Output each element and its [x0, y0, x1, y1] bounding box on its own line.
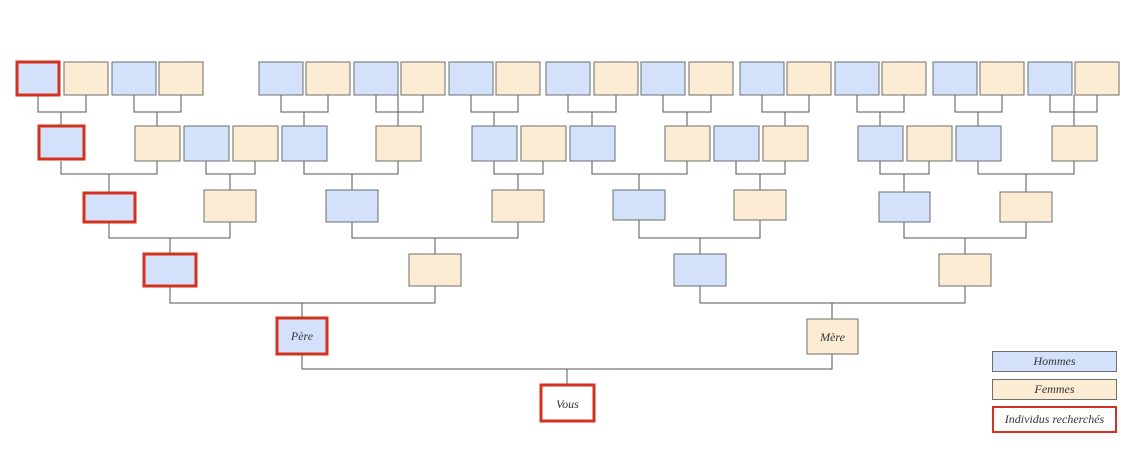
ancestor-box-g5[interactable] — [739, 61, 785, 96]
ancestor-box-g5[interactable] — [593, 61, 639, 96]
ancestor-box-g4[interactable] — [569, 125, 616, 162]
connector-line — [375, 95, 424, 126]
connector-line — [470, 95, 519, 126]
connector-line — [108, 222, 231, 254]
ancestor-box-g5[interactable] — [979, 61, 1025, 96]
ancestor-box-g4[interactable] — [520, 125, 567, 162]
connector-line — [856, 95, 905, 126]
ancestor-box-g4[interactable] — [762, 125, 809, 162]
ancestor-box-g4[interactable] — [134, 125, 181, 162]
legend-women: Femmes — [992, 379, 1117, 400]
connector-line — [977, 161, 1075, 192]
you-label: Vous — [556, 397, 579, 411]
ancestor-box-g3[interactable] — [878, 191, 931, 223]
ancestor-box-g5[interactable] — [834, 61, 880, 96]
ancestor-box-g5[interactable] — [1074, 61, 1120, 96]
ancestor-box-g5[interactable] — [258, 61, 304, 96]
ancestor-box-g4[interactable] — [232, 125, 279, 162]
legend-searched: Individus recherchés — [992, 406, 1117, 433]
connector-line — [879, 161, 930, 192]
tree-connectors — [37, 95, 1098, 385]
legend-men-label: Hommes — [1033, 354, 1076, 368]
ancestor-box-g5[interactable] — [353, 61, 399, 96]
ancestor-box-g3[interactable] — [82, 191, 137, 224]
connector-line — [60, 161, 158, 193]
connector-line — [567, 95, 617, 126]
connector-line — [954, 95, 1003, 126]
ancestor-box-g5[interactable] — [640, 61, 686, 96]
legend-women-label: Femmes — [1034, 382, 1075, 396]
connector-line — [37, 95, 87, 126]
ancestor-box-g4[interactable] — [713, 125, 760, 162]
ancestor-box-g4[interactable] — [37, 124, 86, 161]
ancestor-box-g5[interactable] — [1027, 61, 1073, 96]
ancestor-box-g5[interactable] — [545, 61, 591, 96]
ancestor-box-g3[interactable] — [325, 189, 379, 223]
ancestor-box-g4[interactable] — [1051, 125, 1098, 162]
ancestor-box-g5[interactable] — [111, 61, 157, 96]
father-label: Père — [290, 329, 314, 343]
connector-line — [591, 161, 688, 190]
connector-line — [133, 95, 182, 126]
ancestor-box-g4[interactable] — [955, 125, 1002, 162]
connector-line — [280, 95, 329, 126]
legend-searched-label: Individus recherchés — [1004, 412, 1105, 426]
ancestor-box-g4[interactable] — [281, 125, 328, 162]
ancestor-box-paternal-grandfather[interactable] — [142, 252, 198, 288]
ancestor-box-g5[interactable] — [688, 61, 734, 96]
ancestor-box-g5[interactable] — [15, 60, 61, 97]
connector-line — [351, 222, 519, 254]
ancestor-box-g5[interactable] — [400, 61, 446, 96]
ancestor-box-g3[interactable] — [491, 189, 545, 223]
connector-line — [699, 286, 966, 319]
ancestor-box-maternal-grandmother[interactable] — [938, 253, 992, 287]
connector-line — [301, 354, 833, 385]
connector-line — [205, 161, 256, 190]
ancestor-box-g4[interactable] — [375, 125, 422, 162]
ancestor-box-g4[interactable] — [664, 125, 711, 162]
ancestor-box-g3[interactable] — [999, 191, 1053, 223]
tree-boxes: Vous Père Mère — [15, 60, 1120, 423]
ancestor-box-g5[interactable] — [63, 61, 109, 96]
connector-line — [662, 95, 712, 126]
ancestor-box-g5[interactable] — [786, 61, 832, 96]
ancestor-box-paternal-grandmother[interactable] — [408, 253, 462, 287]
connector-line — [903, 222, 1027, 254]
connector-line — [761, 95, 810, 126]
connector-line — [303, 161, 399, 190]
you-box[interactable] — [539, 383, 596, 423]
ancestor-box-g5[interactable] — [448, 61, 494, 96]
ancestor-box-maternal-grandfather[interactable] — [673, 253, 727, 287]
ancestor-box-g4[interactable] — [906, 125, 953, 162]
connector-line — [638, 220, 761, 254]
ancestor-box-g3[interactable] — [203, 189, 257, 223]
ancestor-box-g5[interactable] — [881, 61, 927, 96]
connector-line — [169, 286, 436, 318]
ancestor-box-g5[interactable] — [932, 61, 978, 96]
mother-label: Mère — [819, 330, 846, 344]
ancestor-box-g5[interactable] — [305, 61, 351, 96]
mother-box[interactable] — [806, 318, 859, 355]
connector-line — [735, 161, 786, 190]
connector-line — [493, 161, 544, 190]
ancestor-box-g5[interactable] — [495, 61, 541, 96]
ancestor-box-g4[interactable] — [471, 125, 518, 162]
ancestor-box-g3[interactable] — [612, 189, 666, 221]
ancestor-box-g3[interactable] — [733, 189, 787, 221]
ancestor-box-g4[interactable] — [857, 125, 904, 162]
legend-men: Hommes — [992, 351, 1117, 372]
ancestor-box-g5[interactable] — [158, 61, 204, 96]
father-box[interactable] — [275, 316, 329, 356]
ancestor-box-g4[interactable] — [183, 125, 230, 162]
